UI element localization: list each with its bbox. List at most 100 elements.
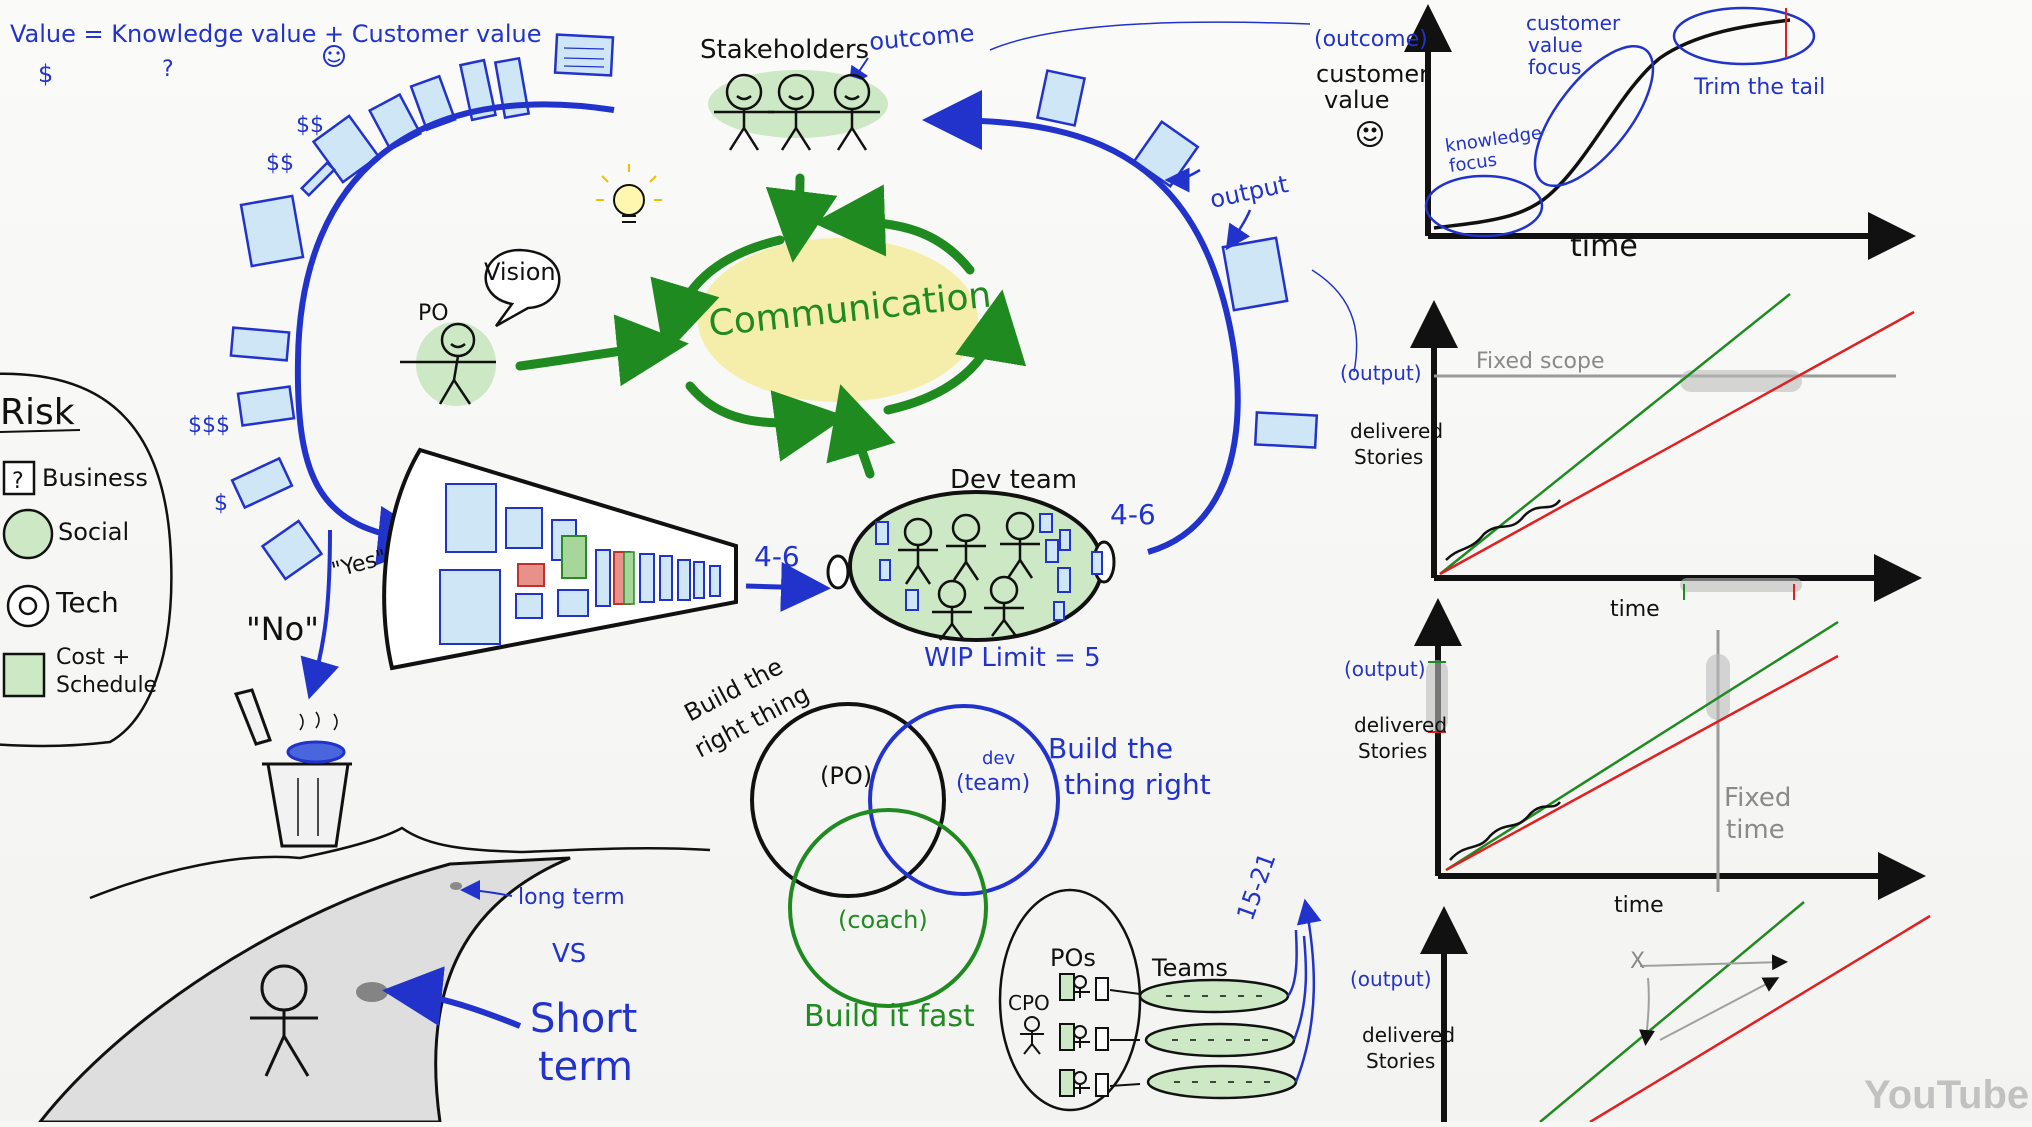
smiley-icon	[323, 45, 345, 67]
smiley-icon	[1357, 121, 1383, 147]
product-owner: Vision PO	[400, 248, 561, 406]
annotation: focus	[1528, 55, 1581, 79]
story-card	[1253, 411, 1319, 449]
stick-figure-icon	[1000, 511, 1040, 579]
story-card	[236, 385, 296, 427]
formula-question: ?	[162, 57, 174, 82]
formula-dollar: $	[38, 60, 53, 88]
value-curve	[1433, 18, 1791, 230]
risk-legend: Risk ? Business Social Tech Cost + Sched…	[0, 372, 173, 748]
stakeholders-label: Stakeholders	[700, 35, 869, 65]
story-card	[439, 569, 501, 645]
story-card	[659, 555, 673, 601]
annotation: value	[1528, 33, 1583, 57]
team-pod	[1146, 1064, 1298, 1100]
x-marker: X	[1630, 949, 1645, 974]
venn-po-label: (PO)	[820, 762, 872, 790]
trim-tail-ellipse	[1672, 6, 1816, 66]
risk-item: Cost +	[56, 645, 130, 670]
story-card	[1035, 69, 1087, 127]
output-link	[1311, 269, 1358, 373]
cycle-arrow	[813, 184, 975, 275]
y-tag: (output)	[1350, 967, 1432, 991]
uncertainty-band	[1426, 660, 1448, 732]
money-label: $$	[266, 151, 294, 176]
risk-item: Social	[58, 518, 129, 546]
team-pod	[1144, 1022, 1296, 1058]
knowledge-focus-ellipse	[1424, 174, 1544, 238]
long-term-label: long term	[518, 885, 625, 910]
story-card	[1221, 236, 1289, 312]
output-arrow	[1164, 167, 1201, 193]
scale-range: 15-21	[1231, 849, 1281, 924]
story-card	[299, 160, 337, 198]
series-line	[1445, 654, 1839, 872]
build-it-fast: Build it fast	[804, 999, 975, 1034]
scaled-teams: POs CPO Teams	[998, 849, 1322, 1112]
output-arrow	[1225, 209, 1252, 251]
series-line	[1439, 293, 1791, 575]
venn-diagram: Build the right thing (PO) dev (team) (c…	[680, 652, 1211, 1034]
story-card-blocked	[517, 563, 545, 587]
build-thing-right-2: thing right	[1064, 768, 1211, 801]
customer-focus-ellipse	[1533, 44, 1655, 188]
story-card	[445, 483, 497, 553]
value-formula: Value = Knowledge value + Customer value…	[10, 20, 542, 88]
funnel-to-team-arrow	[745, 562, 831, 612]
dev-team-label: Dev team	[950, 465, 1077, 495]
story-card	[557, 589, 589, 617]
delivery-loop-arrow	[922, 90, 1241, 555]
road-scene: long term VS Short term	[36, 826, 711, 1124]
venn-dev-label: dev	[982, 748, 1016, 769]
po-label: PO	[418, 301, 449, 326]
risk-item: Tech	[55, 586, 119, 619]
y-label: delivered	[1354, 713, 1447, 737]
money-label: $$$	[188, 413, 230, 438]
communication-glow	[698, 238, 978, 402]
throughput-in: 4-6	[754, 540, 800, 573]
no-label: "No"	[246, 610, 319, 648]
actual-progress	[1445, 499, 1562, 561]
communication-hub: Communication	[515, 173, 1027, 479]
short-term-label-2: term	[538, 1044, 633, 1090]
venn-team-label: (team)	[956, 771, 1030, 796]
risk-title: Risk	[0, 392, 75, 433]
formula-text: Value = Knowledge value + Customer value	[10, 20, 542, 48]
spoke-arrow	[826, 384, 896, 479]
chart-fixed-time: (output) delivered Stories Fixed time ti…	[1344, 598, 1926, 918]
venn-team	[868, 704, 1060, 896]
story-card-done	[561, 535, 587, 579]
stick-figure-icon	[714, 73, 774, 151]
story-card	[409, 74, 457, 132]
vs-label: VS	[552, 939, 586, 969]
social-icon	[2, 508, 54, 560]
stick-figure-icon	[400, 322, 496, 405]
spoke-arrow	[765, 173, 838, 263]
y-label: customer	[1316, 60, 1429, 88]
y-tag: (outcome)	[1314, 27, 1428, 52]
chart-fixed-scope: (output) delivered Stories Fixed scope t…	[1340, 293, 1922, 622]
actual-progress	[1449, 801, 1561, 861]
y-label-2: Stories	[1366, 1049, 1435, 1073]
stick-figure-icon	[768, 73, 824, 151]
risk-item: Business	[42, 464, 148, 492]
youtube-watermark: YouTube	[1864, 1073, 2029, 1117]
series-line	[1589, 914, 1931, 1124]
pothole	[450, 882, 462, 890]
spoke-arrow	[515, 314, 689, 387]
backlog-funnel	[382, 447, 738, 671]
y-label-2: Stories	[1358, 739, 1427, 763]
business-icon	[2, 460, 36, 496]
fixed-scope-label: Fixed scope	[1476, 349, 1605, 374]
story-card	[229, 326, 291, 362]
stakeholders-group: Stakeholders outcome	[700, 19, 975, 151]
cpo-label: CPO	[1008, 991, 1050, 1015]
uncertainty-band	[1706, 654, 1730, 720]
yes-label: "Yes"	[329, 545, 389, 584]
venn-coach-label: (coach)	[838, 906, 928, 934]
y-label: delivered	[1350, 419, 1443, 443]
venn-coach	[788, 808, 988, 1008]
story-card	[595, 549, 611, 607]
story-card	[677, 559, 691, 601]
